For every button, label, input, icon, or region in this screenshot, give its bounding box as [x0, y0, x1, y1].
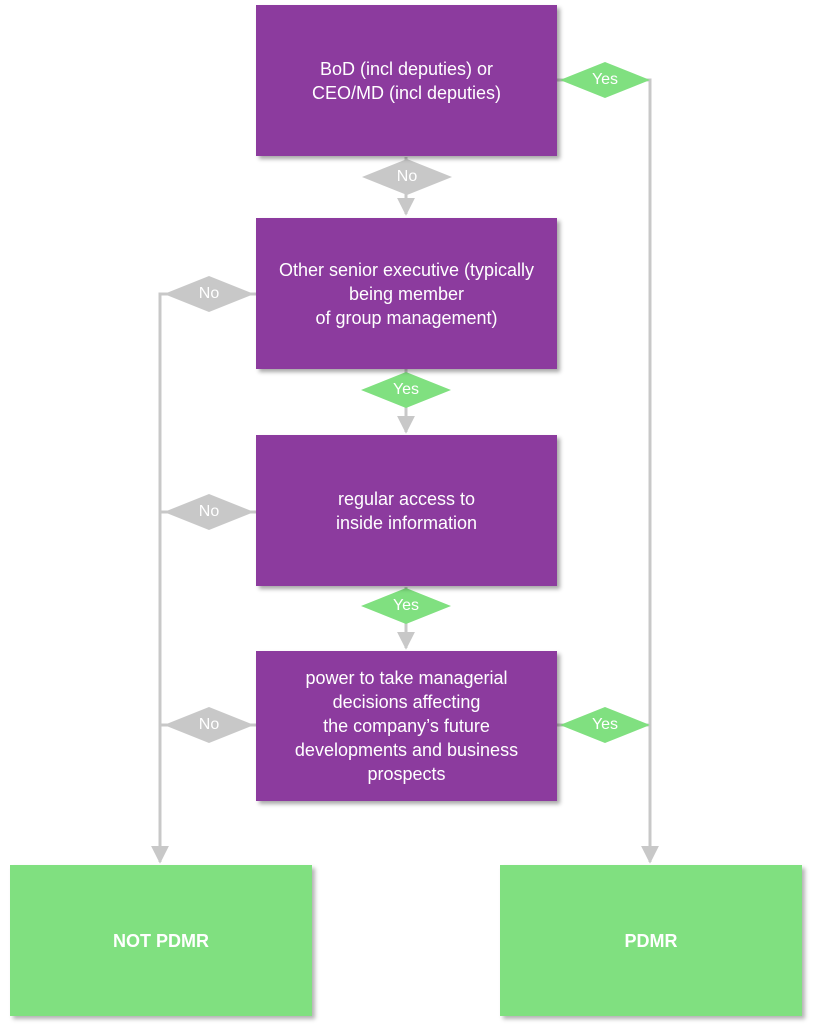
outcome-not-pdmr: NOT PDMR: [10, 865, 312, 1016]
label-step4-yes: Yes: [591, 716, 619, 733]
diamond-step1-no: [362, 159, 452, 195]
label-step2-no: No: [198, 285, 220, 302]
diamond-step4-yes: [560, 707, 650, 743]
label-step4-no: No: [198, 716, 220, 733]
diamond-step3-no: [164, 494, 254, 530]
outcome-pdmr: PDMR: [500, 865, 802, 1016]
diamond-step2-yes: [361, 372, 451, 408]
diamond-step2-no: [164, 276, 254, 312]
diamond-step4-no: [164, 707, 254, 743]
step-managerial-decisions: power to take managerial decisions affec…: [256, 651, 557, 801]
label-step3-no: No: [198, 503, 220, 520]
diamond-step3-yes: [361, 588, 451, 624]
step-inside-information: regular access to inside information: [256, 435, 557, 586]
step-bod-ceo: BoD (incl deputies) or CEO/MD (incl depu…: [256, 5, 557, 156]
step-senior-executive: Other senior executive (typically being …: [256, 218, 557, 369]
connector-no-to-not-pdmr: [151, 292, 256, 864]
label-step2-yes: Yes: [392, 381, 420, 398]
label-step1-yes: Yes: [591, 71, 619, 88]
diamond-step1-yes: [560, 62, 650, 98]
connector-yes-to-pdmr: [557, 78, 659, 864]
label-step1-no: No: [396, 168, 418, 185]
label-step3-yes: Yes: [392, 597, 420, 614]
